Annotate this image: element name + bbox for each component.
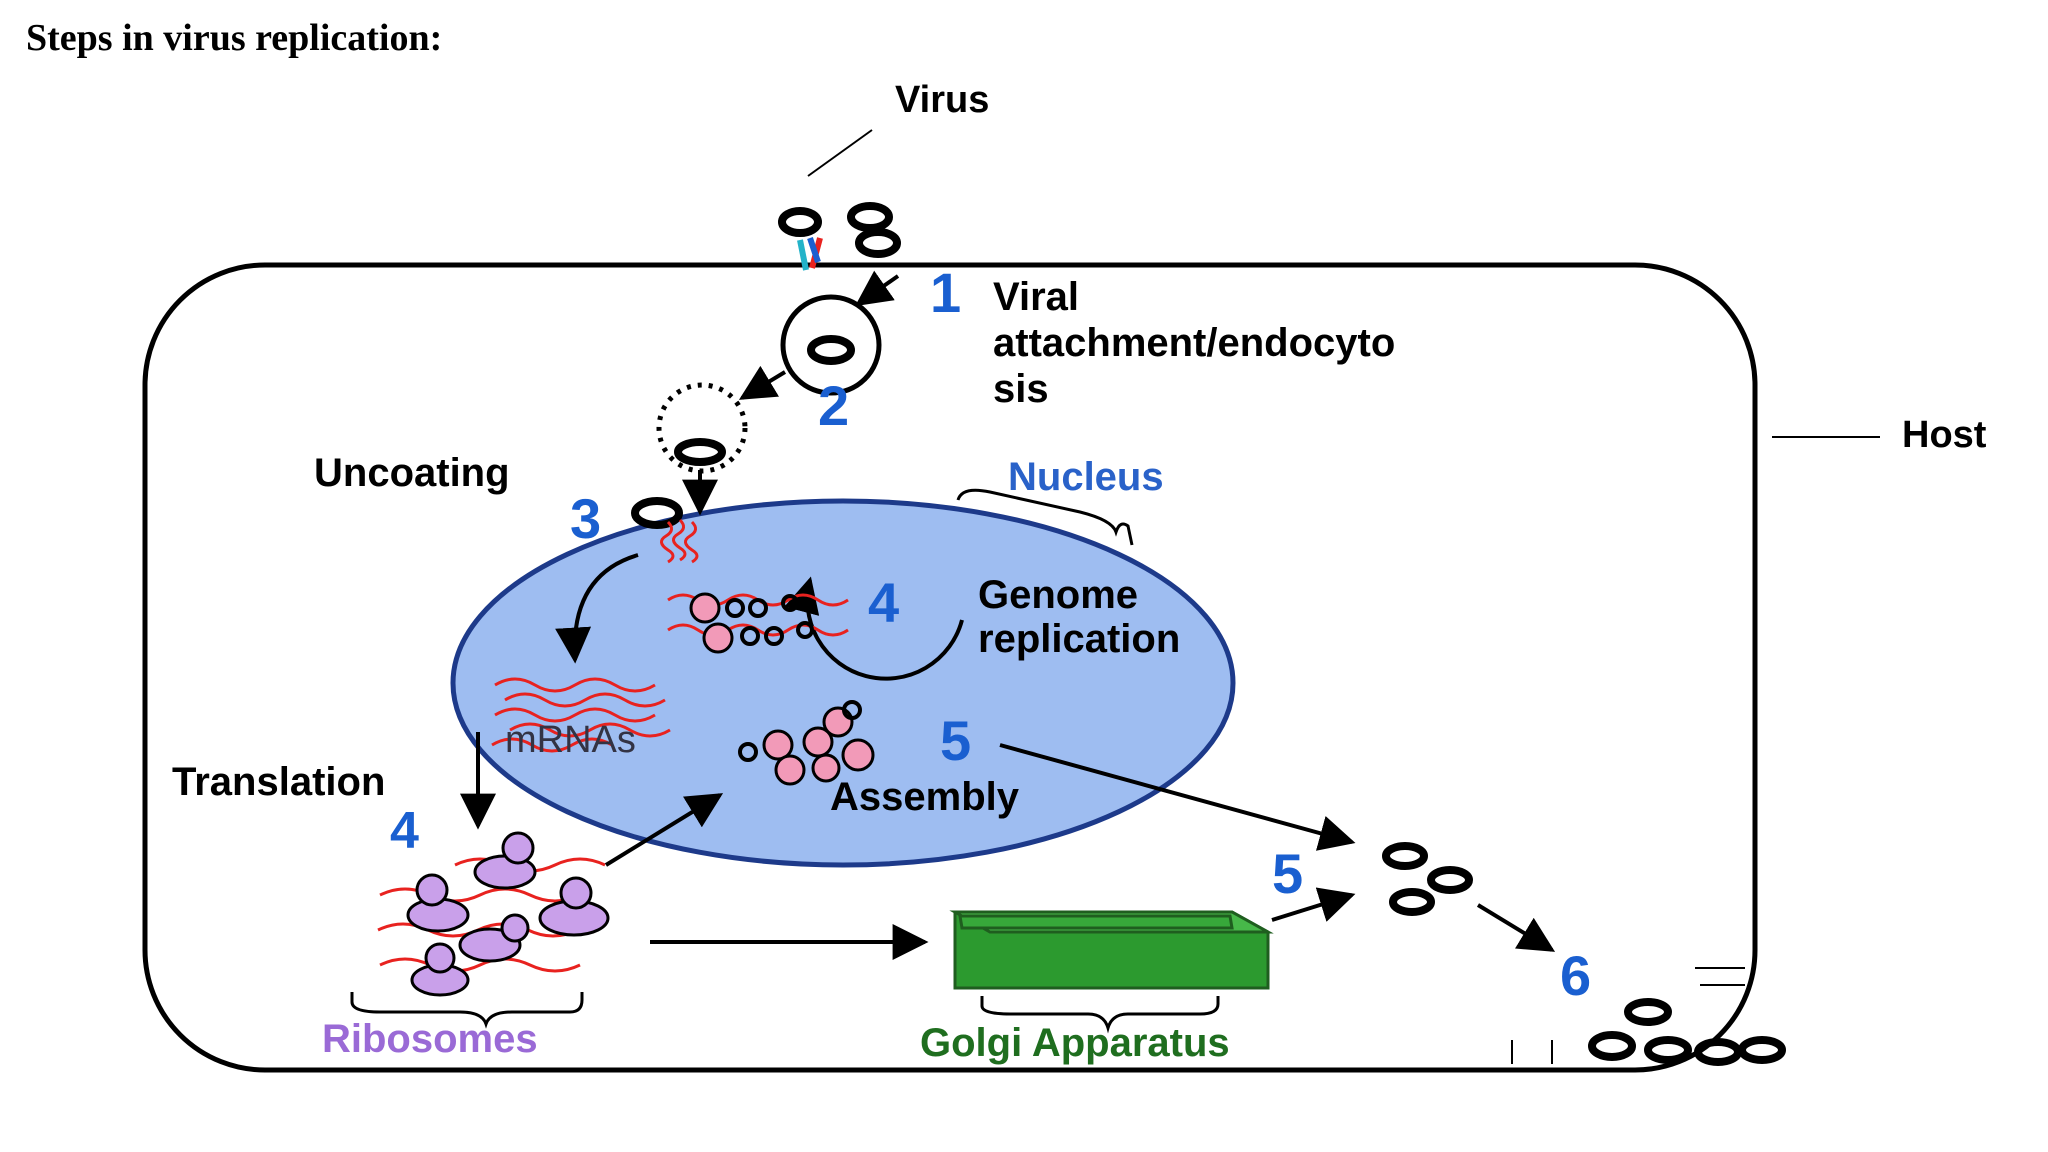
genome-label-line1: Genome — [978, 573, 1138, 617]
golgi-brace — [980, 996, 1220, 1034]
receptor — [797, 237, 823, 271]
step-number-4-genome: 4 — [868, 571, 899, 634]
step-number-6: 6 — [1560, 944, 1591, 1007]
dissolving-endosome — [656, 382, 748, 474]
virus-label: Virus — [895, 79, 989, 121]
golgi-label: Golgi Apparatus — [920, 1021, 1230, 1065]
host-cell-membrane — [142, 262, 1758, 1073]
ribosomes-brace — [350, 992, 584, 1029]
genome-label-line2: replication — [978, 617, 1180, 661]
step-number-1: 1 — [930, 261, 961, 324]
mrna-strands — [491, 677, 671, 753]
arrow-transcription — [555, 553, 639, 664]
step1-label-line1: Viral — [993, 275, 1079, 319]
arrow-assembly-to-release — [999, 743, 1356, 851]
genome-replication-cycle-arrow — [784, 576, 964, 681]
arrow-step2 — [738, 365, 787, 400]
nucleus-label: Nucleus — [1008, 455, 1164, 499]
replicating-genomes — [667, 592, 849, 654]
step1-label-line2: attachment/endocyto — [993, 321, 1395, 365]
ribosomes — [377, 831, 610, 997]
virus-pointer-line — [807, 129, 873, 177]
virus-particles — [778, 202, 901, 258]
uncoated-virus — [631, 497, 699, 564]
golgi-apparatus — [949, 910, 1274, 990]
membrane-budding-marks — [1511, 967, 1745, 1064]
step-number-2: 2 — [818, 374, 849, 437]
step-number-4-translation: 4 — [390, 802, 419, 860]
assembling-virions — [738, 700, 875, 786]
step-number-5-assembly: 5 — [940, 709, 971, 772]
released-virions — [1588, 998, 1786, 1066]
mrnas-label: mRNAs — [505, 719, 636, 761]
host-label: Host — [1902, 414, 1987, 456]
step1-label-line3: sis — [993, 367, 1049, 411]
step-number-3: 3 — [570, 487, 601, 550]
ribosomes-label: Ribosomes — [322, 1017, 538, 1061]
arrow-step1 — [855, 270, 900, 307]
nucleus — [450, 498, 1236, 868]
assembly-label: Assembly — [830, 775, 1020, 819]
translation-label: Translation — [172, 760, 385, 804]
endosome — [780, 294, 882, 396]
new-virions — [1382, 842, 1473, 916]
page-title: Steps in virus replication: — [26, 17, 443, 59]
uncoating-label: Uncoating — [314, 451, 510, 495]
arrow-golgi-to-release — [1271, 887, 1356, 922]
nucleus-brace — [956, 488, 1134, 546]
arrow-to-release — [1476, 903, 1556, 952]
step-number-5-golgi: 5 — [1272, 842, 1303, 905]
arrow-to-assembly — [604, 793, 724, 867]
